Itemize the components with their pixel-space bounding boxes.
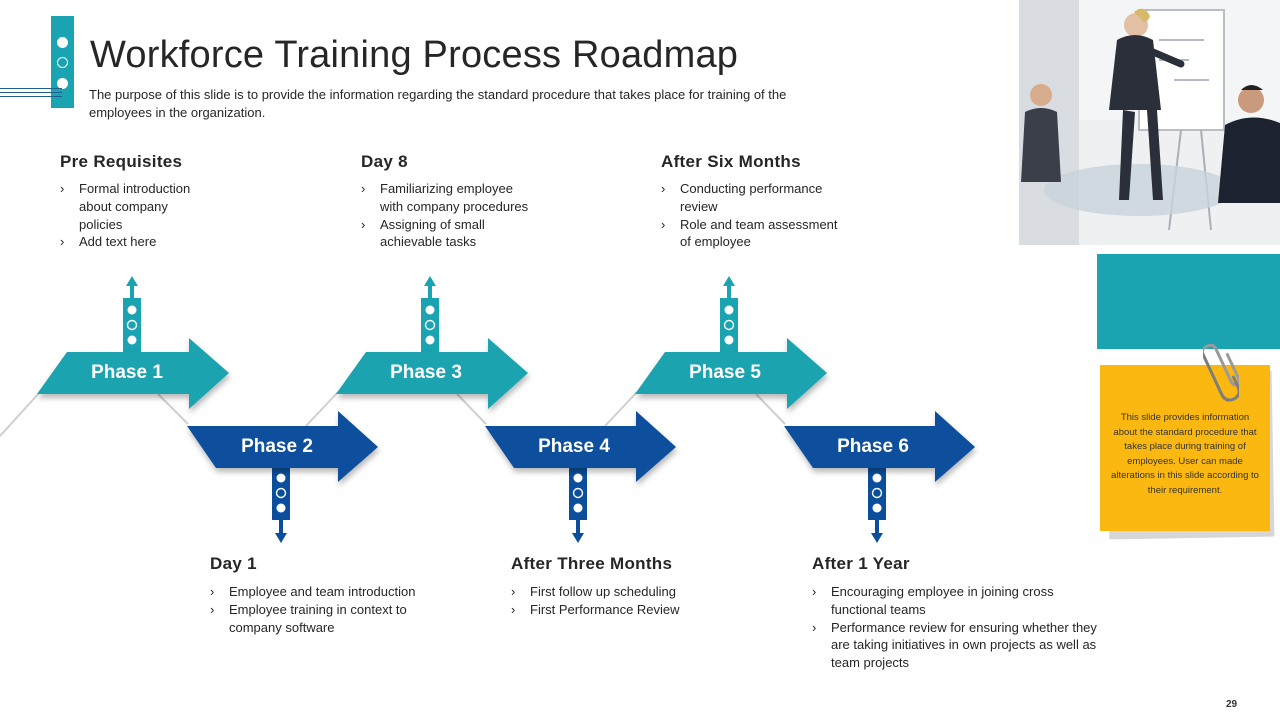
phase-5-label: Phase 5 (689, 362, 761, 383)
milestone-heading: Day 8 (361, 152, 408, 171)
bullet-item: Assigning of small achievable tasks (361, 216, 531, 252)
bullet-item: Employee training in context to company … (210, 601, 425, 637)
bullet-item: Formal introduction about company polici… (60, 180, 210, 233)
slide-title: Workforce Training Process Roadmap (90, 34, 739, 76)
phase-3-label: Phase 3 (390, 362, 462, 383)
connector-up-3 (421, 276, 439, 352)
decorative-lines (0, 88, 62, 100)
milestone-bullets: Encouraging employee in joining cross fu… (812, 583, 1097, 672)
phase-1-label: Phase 1 (91, 362, 163, 383)
milestone-heading: After 1 Year (812, 554, 910, 573)
accent-dot (57, 57, 68, 68)
milestone-bullets: Formal introduction about company polici… (60, 180, 210, 251)
phase-4-label: Phase 4 (538, 436, 610, 457)
accent-dot (57, 78, 68, 89)
bullet-item: Familiarizing employee with company proc… (361, 180, 531, 216)
milestone-bullets: First follow up scheduling First Perform… (511, 583, 711, 619)
bullet-item: First Performance Review (511, 601, 711, 619)
bullet-item: Employee and team introduction (210, 583, 425, 601)
bullet-item: Conducting performance review (661, 180, 846, 216)
paperclip-icon (1203, 343, 1239, 402)
phase-6-label: Phase 6 (837, 436, 909, 457)
slide-subtitle: The purpose of this slide is to provide … (89, 87, 787, 120)
milestone-heading: After Three Months (511, 554, 673, 573)
milestone-bullets: Employee and team introduction Employee … (210, 583, 425, 636)
sticky-note: This slide provides information about th… (1100, 365, 1270, 531)
meeting-photo (1019, 0, 1280, 245)
diagonal-rays (0, 391, 786, 437)
connector-up-5 (720, 276, 738, 352)
page-number: 29 (1226, 699, 1238, 710)
milestone-heading: Day 1 (210, 554, 257, 573)
teal-decor-block (1097, 254, 1280, 349)
bullet-item: Encouraging employee in joining cross fu… (812, 583, 1097, 619)
phase-2-label: Phase 2 (241, 436, 313, 457)
connector-down-2 (272, 468, 290, 543)
bullet-item: First follow up scheduling (511, 583, 711, 601)
bullet-item: Add text here (60, 233, 210, 251)
milestone-heading: Pre Requisites (60, 152, 183, 171)
bullet-item: Performance review for ensuring whether … (812, 619, 1097, 672)
accent-dot (57, 37, 68, 48)
connector-down-4 (569, 468, 587, 543)
connector-up-1 (123, 276, 141, 352)
bullet-item: Role and team assessment of employee (661, 216, 846, 252)
milestone-heading: After Six Months (661, 152, 801, 171)
connector-down-6 (868, 468, 886, 543)
milestone-bullets: Familiarizing employee with company proc… (361, 180, 531, 251)
title-accent-bar (51, 16, 74, 108)
milestone-bullets: Conducting performance review Role and t… (661, 180, 846, 251)
